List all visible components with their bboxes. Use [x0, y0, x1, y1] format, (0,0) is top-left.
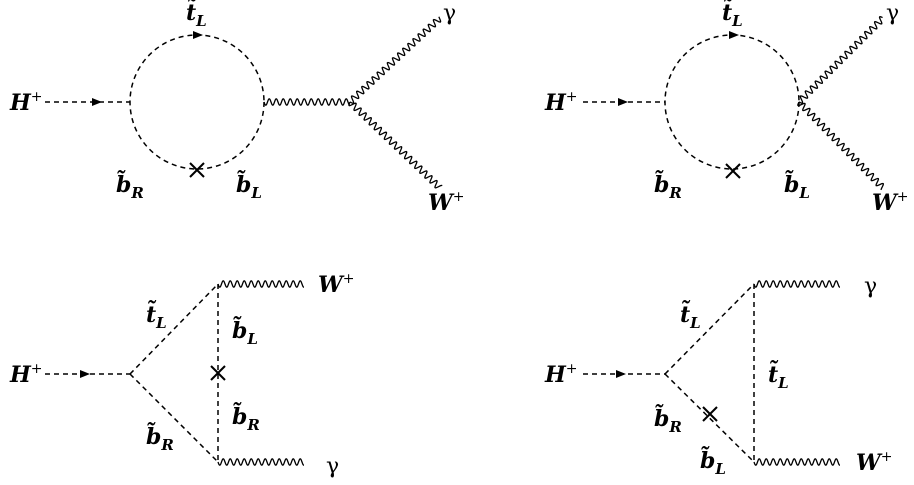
diagram-c-w-line	[217, 280, 305, 288]
diagram-d-sbottom-line	[664, 373, 755, 463]
diagram-b-w-label: W+	[872, 189, 908, 216]
diagram-a: H+ t̃L b̃R b̃L γ W+	[9, 0, 464, 216]
diagram-d-w-label: W+	[856, 449, 892, 476]
diagram-d-stop-right-label: t̃L	[768, 361, 789, 392]
diagram-a-sbottom-r-label: b̃R	[116, 171, 144, 202]
diagram-d-higgs-label: H+	[544, 361, 578, 388]
diagram-b-sbottom-l-label: b̃L	[784, 171, 810, 202]
diagram-a-higgs-arrow	[92, 98, 102, 106]
diagram-a-loop	[129, 34, 265, 170]
diagram-b-sbottom-r-label: b̃R	[654, 171, 682, 202]
diagram-d-sbottom-l-label: b̃L	[700, 447, 726, 478]
diagram-a-w-line	[348, 101, 443, 189]
diagram-b: H+ t̃L b̃R b̃L γ W+	[544, 0, 908, 216]
diagram-b-mass-insertion-cross	[725, 163, 741, 179]
diagram-c: H+ t̃L b̃L b̃R b̃R W+ γ	[9, 271, 354, 479]
diagram-c-photon-line	[217, 458, 305, 466]
diagram-c-photon-label: γ	[326, 454, 339, 479]
diagram-b-higgs-label: H+	[544, 89, 578, 116]
diagram-b-stop-label: t̃L	[722, 0, 743, 30]
diagram-c-sbottom-left-label: b̃R	[146, 423, 174, 454]
diagram-a-photon-line	[349, 16, 442, 104]
diagram-a-stop-label: t̃L	[186, 0, 207, 30]
diagram-d-mass-insertion-cross	[702, 406, 718, 422]
diagram-a-internal-boson	[263, 98, 351, 106]
diagram-b-photon-label: γ	[886, 1, 899, 26]
diagram-b-photon-line	[798, 16, 883, 104]
diagram-c-w-label: W+	[318, 271, 354, 298]
diagram-a-mass-insertion-cross	[189, 162, 205, 178]
diagram-a-photon-label: γ	[443, 1, 456, 26]
diagram-a-loop-arrow	[193, 31, 203, 39]
diagram-d-sbottom-r-label: b̃R	[654, 405, 682, 436]
diagram-c-stop-label: t̃L	[146, 301, 167, 332]
diagram-d-higgs-arrow	[616, 370, 626, 378]
diagram-a-higgs-label: H+	[9, 89, 43, 116]
diagram-a-w-label: W+	[428, 189, 464, 216]
diagram-c-sbottom-upper-label: b̃L	[232, 317, 258, 348]
diagram-d-photon-label: γ	[864, 274, 877, 299]
diagram-d-w-line	[753, 458, 841, 466]
diagram-a-sbottom-l-label: b̃L	[236, 171, 262, 202]
diagram-b-higgs-arrow	[618, 98, 628, 106]
diagram-d-stop-upper-line	[664, 283, 755, 375]
diagram-b-loop-arrow	[729, 31, 739, 39]
diagram-c-stop-line	[129, 283, 219, 375]
diagram-c-higgs-arrow	[80, 370, 90, 378]
diagram-c-higgs-label: H+	[9, 361, 43, 388]
diagram-d-stop-upper-label: t̃L	[680, 301, 701, 332]
diagram-b-w-line	[797, 101, 885, 191]
diagram-d: H+ t̃L t̃L b̃R b̃L γ W+	[544, 274, 892, 478]
diagram-c-mass-insertion-cross	[210, 365, 226, 381]
diagram-c-sbottom-left-line	[129, 373, 219, 463]
diagram-c-sbottom-lower-label: b̃R	[232, 403, 260, 434]
diagram-b-loop	[664, 34, 800, 170]
diagram-d-photon-line	[753, 280, 841, 288]
